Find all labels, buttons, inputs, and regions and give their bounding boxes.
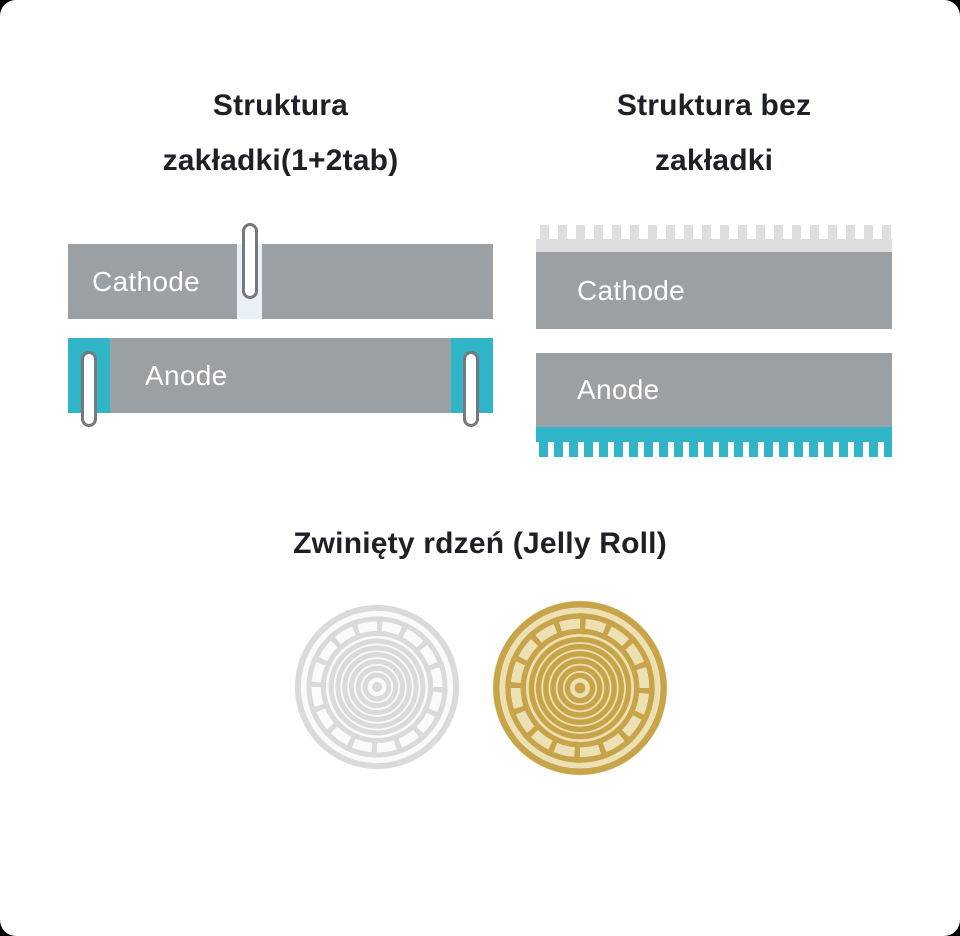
right-panel-title-line1: Struktura bez — [616, 89, 812, 122]
anode-strip-tabless: Anode — [536, 353, 892, 427]
cathode-comb-teeth — [536, 225, 892, 239]
cathode-label: Cathode — [92, 265, 200, 297]
right-panel-title: Struktura bez zakładki — [536, 78, 892, 188]
anode-comb-edge — [536, 427, 892, 457]
anode-comb-band — [536, 427, 892, 442]
jelly-roll-title: Zwinięty rdzeń (Jelly Roll) — [293, 527, 667, 560]
left-panel-title-line2: zakładki(1+2tab) — [162, 144, 399, 177]
cathode-label: Cathode — [577, 274, 685, 306]
cathode-comb-band — [536, 239, 892, 254]
cathode-strip-tabbed: Cathode — [68, 223, 493, 319]
left-panel-title: Struktura zakładki(1+2tab) — [68, 78, 493, 188]
jelly-roll-gold-icon — [492, 600, 668, 776]
anode-strip-tabbed: Anode — [68, 338, 493, 427]
anode-comb-teeth — [536, 442, 892, 457]
anode-tab-left-icon — [81, 351, 97, 427]
cathode-strip-tabless: Cathode — [536, 252, 892, 329]
cathode-tab-icon — [242, 223, 258, 299]
jelly-roll-gray-icon — [294, 604, 460, 770]
right-panel-title-line2: zakładki — [654, 144, 774, 177]
left-panel-title-line1: Struktura — [212, 89, 349, 122]
cathode-comb-edge — [536, 225, 892, 254]
anode-label: Anode — [577, 374, 660, 405]
anode-label: Anode — [145, 359, 228, 391]
anode-tab-right-icon — [463, 351, 479, 427]
